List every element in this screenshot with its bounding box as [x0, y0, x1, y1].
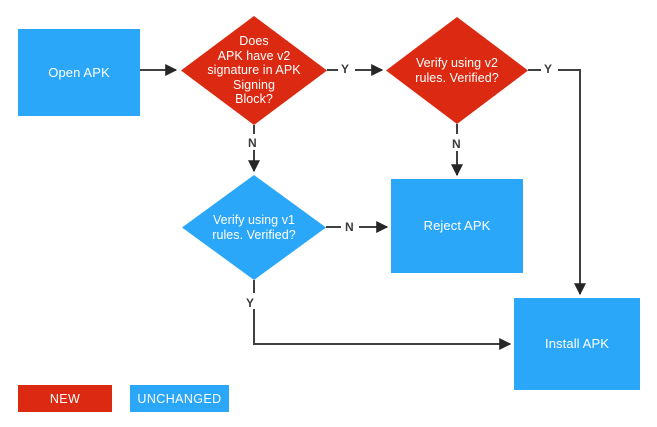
node-install-apk[interactable]: Install APK — [514, 298, 640, 390]
node-reject-apk-label: Reject APK — [423, 218, 491, 234]
node-verify-v1-label: Verify using v1 rules. Verified? — [212, 213, 296, 242]
node-verify-v2-label: Verify using v2 rules. Verified? — [415, 56, 499, 85]
node-verify-v2[interactable]: Verify using v2 rules. Verified? — [386, 17, 528, 124]
node-verify-v1[interactable]: Verify using v1 rules. Verified? — [182, 175, 326, 280]
node-has-v2-signature-label: Does APK have v2 signature in APK Signin… — [207, 34, 301, 107]
diamond-shape — [182, 175, 326, 280]
node-open-apk[interactable]: Open APK — [18, 29, 140, 116]
node-has-v2-signature[interactable]: Does APK have v2 signature in APK Signin… — [181, 16, 327, 125]
edge-verify-v2-yes — [558, 69, 586, 296]
legend-item-new: NEW — [18, 385, 112, 412]
legend-item-new-label: NEW — [49, 391, 81, 406]
edge-label-v2-question-no: N — [248, 136, 257, 150]
node-reject-apk[interactable]: Reject APK — [391, 179, 523, 273]
edge-verify-v1-yes — [253, 309, 512, 350]
legend-item-unchanged-label: UNCHANGED — [137, 391, 222, 406]
node-open-apk-label: Open APK — [48, 64, 110, 80]
edge-label-verify-v2-yes: Y — [544, 62, 553, 76]
legend-item-unchanged: UNCHANGED — [130, 385, 229, 412]
edge-label-verify-v1-no: N — [345, 220, 354, 234]
edge-label-verify-v1-yes: Y — [246, 296, 255, 310]
diamond-shape — [386, 17, 528, 124]
edge-label-verify-v2-no: N — [452, 137, 461, 151]
diamond-shape — [181, 16, 327, 125]
node-install-apk-label: Install APK — [545, 336, 609, 352]
edge-label-v2-question-yes: Y — [341, 62, 350, 76]
